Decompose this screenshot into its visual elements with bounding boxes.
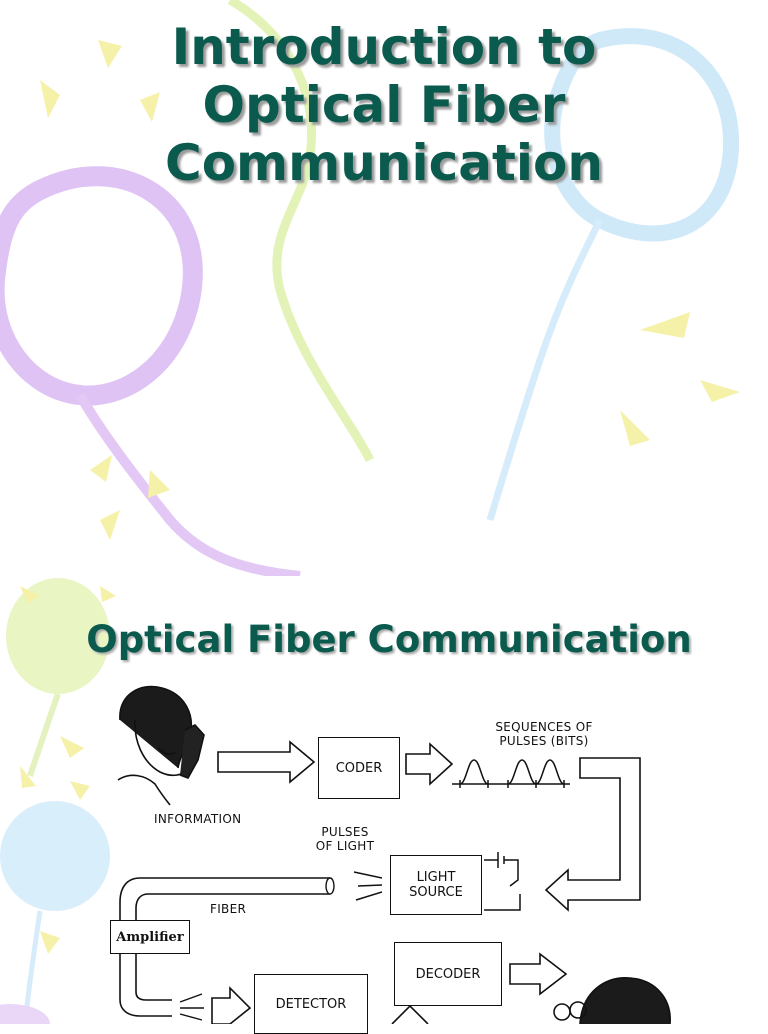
slide-1-title: Introduction to Optical Fiber Communicat… bbox=[0, 18, 768, 192]
fiber-label: FIBER bbox=[210, 902, 247, 916]
light-source-line-2: SOURCE bbox=[409, 885, 463, 900]
receiver-person-icon bbox=[553, 977, 671, 1024]
balloon-background bbox=[0, 0, 740, 576]
detector-rays bbox=[179, 993, 204, 1021]
sequences-label-line-1: SEQUENCES OF bbox=[495, 720, 593, 734]
amplifier-box: Amplifier bbox=[110, 920, 190, 954]
light-source-line-1: LIGHT bbox=[416, 870, 456, 885]
pulse-train bbox=[452, 759, 570, 788]
detector-box: DETECTOR bbox=[254, 974, 368, 1034]
light-rays bbox=[353, 871, 383, 901]
optical-communication-diagram: INFORMATION CODER SEQUENCES OF PULSES (B… bbox=[100, 680, 680, 1034]
slide-1: Introduction to Optical Fiber Communicat… bbox=[0, 0, 768, 576]
title-line-2: Optical Fiber bbox=[202, 76, 566, 134]
coder-label: CODER bbox=[335, 760, 383, 776]
balloon-background-2 bbox=[0, 578, 116, 1024]
decoder-box: DECODER bbox=[394, 942, 502, 1006]
title-line-3: Communication bbox=[165, 134, 603, 192]
pulses-label-line-1: PULSES bbox=[321, 825, 369, 839]
pulses-label-line-2: OF LIGHT bbox=[315, 839, 375, 853]
information-label: INFORMATION bbox=[154, 812, 242, 826]
sequences-label-line-2: PULSES (BITS) bbox=[499, 734, 589, 748]
light-source-box: LIGHT SOURCE bbox=[390, 855, 482, 915]
sender-person-icon bbox=[117, 685, 205, 806]
coder-box: CODER bbox=[318, 737, 400, 799]
slide-2-title: Optical Fiber Communication bbox=[86, 618, 692, 661]
title-line-1: Introduction to bbox=[171, 18, 597, 76]
sequences-label: SEQUENCES OF PULSES (BITS) bbox=[474, 720, 614, 748]
decoder-label: DECODER bbox=[415, 966, 481, 982]
amplifier-label: Amplifier bbox=[116, 929, 184, 945]
battery-switch bbox=[484, 852, 521, 911]
pulses-of-light-label: PULSES OF LIGHT bbox=[300, 825, 390, 853]
diagram-lines bbox=[117, 685, 671, 1024]
detector-label: DETECTOR bbox=[275, 996, 347, 1012]
